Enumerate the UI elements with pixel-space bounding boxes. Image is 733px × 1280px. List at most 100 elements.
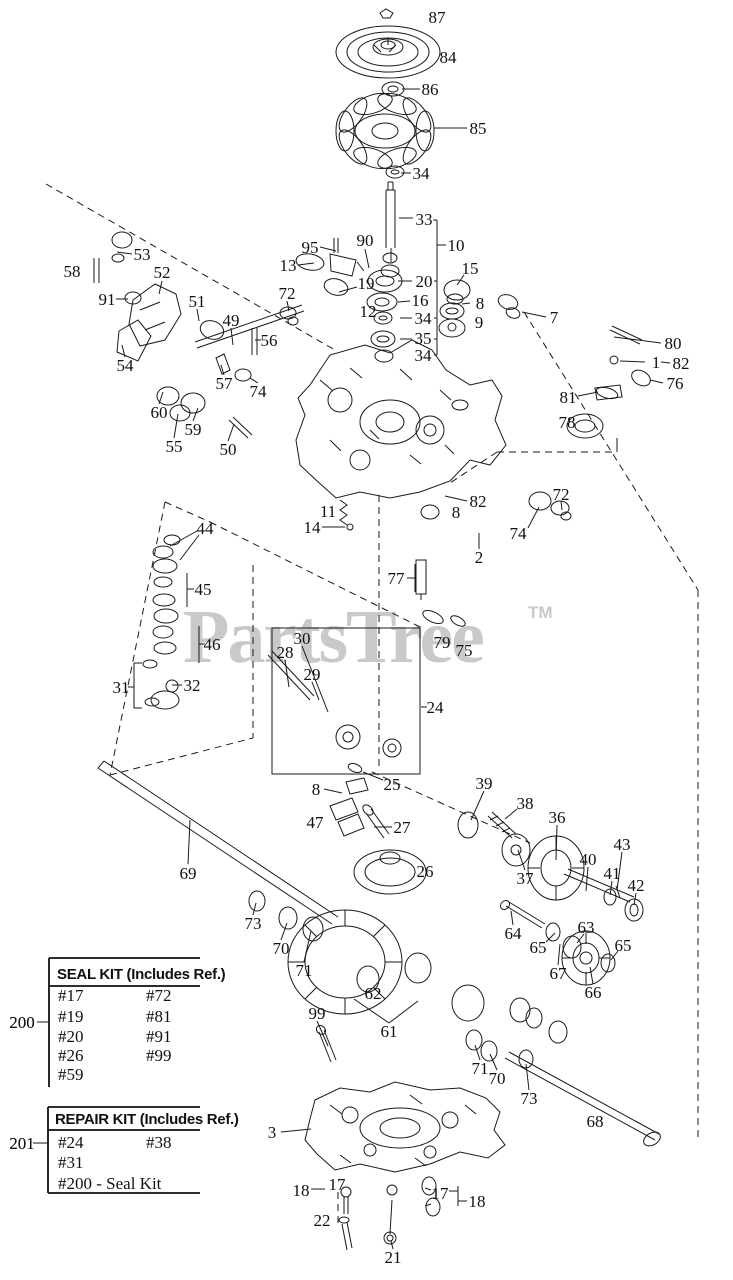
kit-item: #17 [58,986,84,1005]
part-line [501,827,511,833]
part-line [346,1221,353,1249]
ref-label-34: 34 [415,346,433,365]
part-ellipse [338,1216,350,1224]
ref-label-200: 200 [9,1013,35,1032]
ref-label-55: 55 [166,437,183,456]
kit-item: #19 [58,1007,84,1026]
part-line [356,261,365,272]
part-ellipse [335,110,355,152]
construction-line [209,521,421,628]
leader-line [613,336,662,344]
leader-line [619,360,646,363]
part-ellipse [387,85,399,93]
ref-label-16: 16 [412,291,429,310]
part-ellipse [338,97,368,133]
part-line [329,1104,343,1115]
leader-line [280,922,288,941]
part-circle [382,738,402,758]
leader-line [577,391,599,397]
ref-label-18: 18 [293,1181,310,1200]
construction-line [446,451,498,486]
part-ellipse [451,399,469,411]
ref-label-80: 80 [665,334,682,353]
part-line [196,310,305,349]
part-circle [579,951,593,965]
part-ellipse [152,558,178,574]
part-ellipse [356,965,380,993]
ref-label-43: 43 [614,835,631,854]
part-line [409,1094,423,1105]
part-ellipse [415,110,435,152]
leader-line [158,280,163,295]
leader-line [316,1020,329,1047]
ref-label-34: 34 [415,309,433,328]
part-ellipse [572,942,600,974]
part-ellipse [560,511,572,521]
ref-label-65: 65 [530,938,547,957]
leader-line [297,262,315,266]
ref-label-47: 47 [307,813,325,832]
ref-label-27: 27 [394,818,412,837]
part-outline [304,1081,506,1173]
part-ellipse [600,953,616,973]
part-ellipse [382,252,398,264]
ref-label-54: 54 [117,356,135,375]
construction-line [45,183,336,351]
ref-label-14: 14 [304,518,322,537]
ref-label-72: 72 [279,284,296,303]
ref-label-60: 60 [151,403,168,422]
part-ellipse [499,899,511,911]
part-ellipse [359,1107,441,1149]
leader-line [192,407,199,422]
part-line [365,812,385,839]
ref-label-86: 86 [422,80,439,99]
leader-line [517,849,526,871]
part-ellipse [362,804,374,816]
ref-label-31: 31 [113,678,130,697]
ref-label-70: 70 [273,939,290,958]
part-ellipse [545,922,561,942]
leader-line [510,910,514,926]
kit-item: #99 [146,1046,172,1065]
ref-label-10: 10 [448,236,465,255]
part-outline [329,797,359,821]
ref-label-9: 9 [475,313,484,332]
part-ellipse [631,369,651,387]
ref-label-32: 32 [184,676,201,695]
ref-label-81: 81 [560,388,577,407]
leader-line [545,932,556,943]
leader-line [560,500,563,511]
part-ellipse [359,399,421,445]
ref-label-30: 30 [294,629,311,648]
part-ellipse [375,275,395,287]
part-ellipse [566,413,604,439]
part-line [304,986,318,1000]
leader-line [116,251,133,255]
watermark-tm: TM [528,603,553,622]
ref-label-42: 42 [628,876,645,895]
part-outline [329,253,357,277]
ref-label-73: 73 [245,914,262,933]
leader-line [390,1240,394,1250]
part-line [373,44,382,53]
part-ellipse [152,593,176,607]
part-ellipse [111,231,133,249]
ref-label-77: 77 [388,569,406,588]
part-ellipse [404,952,432,984]
part-circle [349,449,371,471]
ref-label-68: 68 [587,1112,604,1131]
part-ellipse [378,315,388,321]
leader-line [179,534,200,561]
leader-line [456,274,465,286]
ref-label-82: 82 [673,354,690,373]
part-line [323,1029,337,1061]
part-circle [363,1143,377,1157]
leader-line [252,902,257,916]
part-line [103,760,339,918]
part-ellipse [156,386,180,406]
ref-label-19: 19 [358,274,375,293]
part-line [139,301,161,311]
part-line [329,439,342,452]
part-circle [386,1234,394,1242]
